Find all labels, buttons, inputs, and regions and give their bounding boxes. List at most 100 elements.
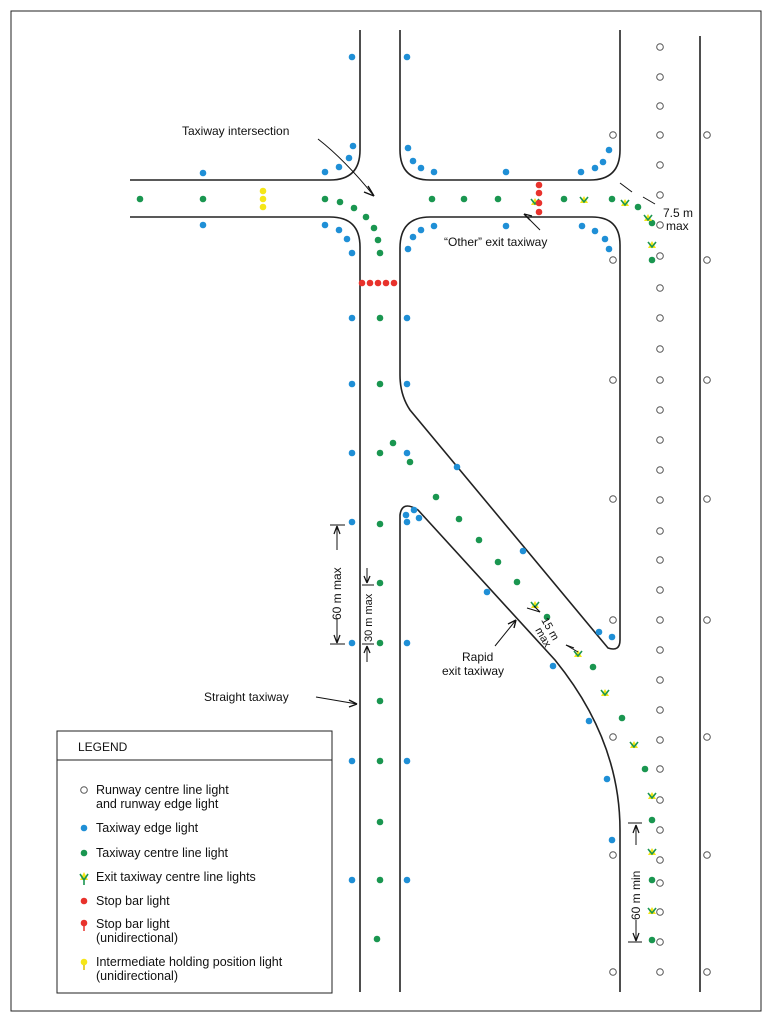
taxiway-edge-light — [403, 876, 411, 884]
exit-centre-line-light — [600, 689, 610, 697]
stop-bar-light — [366, 279, 374, 287]
taxiway-centre-line-light — [376, 249, 384, 257]
taxiway-edge-light — [502, 168, 510, 176]
legend-exit-light-icon — [79, 872, 89, 885]
runway-centre-line-light — [656, 102, 664, 110]
taxiway-centre-line-light — [376, 579, 384, 587]
legend-title: LEGEND — [78, 740, 128, 754]
figure-border — [10, 10, 762, 1012]
taxiway-edge-light — [549, 662, 557, 670]
taxiway-edge-light — [595, 628, 603, 636]
taxiway-centre-line-light — [376, 697, 384, 705]
taxiway-edge-light — [348, 639, 356, 647]
runway-centre-line-light — [656, 556, 664, 564]
taxiway-edge-light — [403, 380, 411, 388]
taxiway-edge-light — [348, 449, 356, 457]
taxiway-centre-line-light — [321, 195, 329, 203]
runway-centre-line-light — [656, 676, 664, 684]
taxiway-centre-line-light — [648, 256, 656, 264]
legend-stop-bar-uni-icon — [80, 919, 88, 931]
legend-stopbar-text: Stop bar light — [96, 894, 170, 908]
taxiway-edge-light — [199, 169, 207, 177]
legend-centre-text: Taxiway centre line light — [96, 846, 229, 860]
runway-centre-line-light — [656, 879, 664, 887]
legend-runway-text-1: Runway centre line light — [96, 783, 229, 797]
runway-edge-light — [609, 495, 617, 503]
taxiway-centre-line-light — [376, 757, 384, 765]
runway-centre-line-light — [656, 345, 664, 353]
taxiway-edge-light — [453, 463, 461, 471]
taxiway-centre-line-light — [376, 876, 384, 884]
taxiway-edge-light — [404, 245, 412, 253]
taxiway-edge-light — [402, 511, 410, 519]
legend-stopbar-uni-text-1: Stop bar light — [96, 917, 170, 931]
label-60m-max: 60 m max — [330, 567, 344, 620]
legend-stop-bar-icon — [80, 897, 88, 905]
runway-centre-line-light — [656, 221, 664, 229]
taxiway-edge-light — [577, 168, 585, 176]
taxiway-centre-line-light — [634, 203, 642, 211]
taxiway-centre-line-light — [336, 198, 344, 206]
taxiway-edge-light — [591, 227, 599, 235]
taxiway-edge-light — [605, 245, 613, 253]
taxiway-edge-light — [585, 717, 593, 725]
runway-edge-light — [703, 376, 711, 384]
taxiway-edge-light — [605, 146, 613, 154]
runway-edge-light — [703, 131, 711, 139]
taxiway-centre-line-light — [455, 515, 463, 523]
legend-intermediate-text-1: Intermediate holding position light — [96, 955, 283, 969]
taxiway-edge-light — [321, 168, 329, 176]
label-rapid-exit-taxiway: exit taxiway — [442, 664, 504, 678]
taxiway-edge-light — [348, 876, 356, 884]
taxiway-edge-light — [603, 775, 611, 783]
taxiway-centre-line-light — [494, 558, 502, 566]
taxiway-centre-line-light — [350, 204, 358, 212]
stop-bar-light — [390, 279, 398, 287]
taxiway-centre-line-light — [618, 714, 626, 722]
taxiway-edge-light — [409, 157, 417, 165]
lights-layer — [136, 43, 711, 976]
taxiway-centre-line-light — [362, 213, 370, 221]
runway-edge-light — [703, 495, 711, 503]
runway-centre-line-light — [656, 161, 664, 169]
taxiway-edge-light — [578, 222, 586, 230]
runway-centre-line-light — [656, 466, 664, 474]
taxiway-edge-light — [348, 380, 356, 388]
exit-centre-line-light — [647, 241, 657, 249]
legend-exit-text: Exit taxiway centre line lights — [96, 870, 256, 884]
taxiway-centre-line-light — [608, 195, 616, 203]
runway-edge-light — [609, 851, 617, 859]
taxiway-centre-line-light — [560, 195, 568, 203]
taxiway-edge-light — [403, 757, 411, 765]
exit-centre-line-light — [643, 214, 653, 222]
taxiway-centre-line-light — [589, 663, 597, 671]
taxiway-centre-line-light — [648, 816, 656, 824]
taxiway-centre-line-light — [648, 219, 656, 227]
taxiway-centre-line-light — [648, 876, 656, 884]
runway-centre-line-light — [656, 284, 664, 292]
taxiway-edge-light — [430, 168, 438, 176]
label-7-5m: 7.5 m — [663, 206, 693, 220]
legend-stopbar-uni-text-2: (unidirectional) — [96, 931, 178, 945]
taxiway-edge-light — [348, 518, 356, 526]
legend-runway-text-2: and runway edge light — [96, 797, 219, 811]
stop-bar-light — [358, 279, 366, 287]
taxiway-centre-line-light — [543, 613, 551, 621]
runway-edge-light — [703, 616, 711, 624]
taxiway-edge-light — [608, 633, 616, 641]
runway-edge-light — [609, 616, 617, 624]
taxiway-edge-light — [335, 163, 343, 171]
stop-bar-light-unidirectional — [535, 181, 543, 189]
taxiway-centre-line-light — [475, 536, 483, 544]
exit-centre-line-light — [573, 650, 583, 658]
taxiway-edge-light — [483, 588, 491, 596]
legend-intermediate-text-2: (unidirectional) — [96, 969, 178, 983]
taxiway-edge-light — [335, 226, 343, 234]
taxiway-edge-light — [348, 249, 356, 257]
label-other-exit-taxiway: “Other” exit taxiway — [444, 235, 547, 249]
taxiway-edge-light — [343, 235, 351, 243]
taxiway-edge-light — [417, 226, 425, 234]
runway-edge-light — [703, 851, 711, 859]
taxiway-edge-light — [321, 221, 329, 229]
